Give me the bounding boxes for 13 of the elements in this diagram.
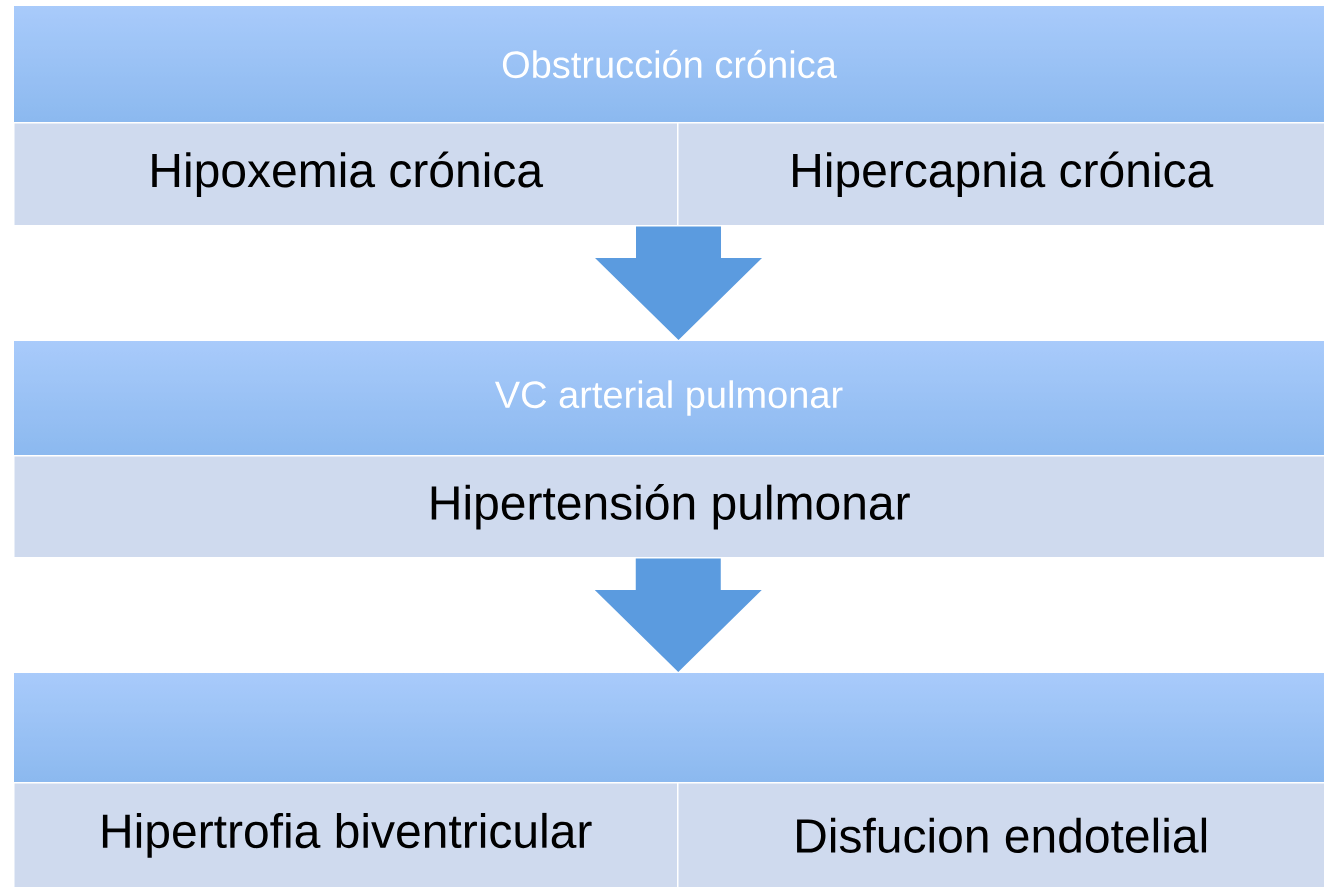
block-arrow xyxy=(594,558,762,672)
text-band: Hipertensión pulmonar xyxy=(13,455,1324,559)
node-label: Disfucion endotelial xyxy=(797,817,1207,853)
header-band: Obstrucción crónica xyxy=(13,5,1324,123)
node-label: Hipertrofia biventricular xyxy=(102,812,592,858)
text-band: Hipoxemia crónica xyxy=(13,122,679,227)
header-band: VC arterial pulmonar xyxy=(13,340,1324,456)
header-band xyxy=(13,672,1324,783)
text-band: Disfucion endotelial xyxy=(677,782,1324,887)
text-band: Hipertrofia biventricular xyxy=(13,782,679,887)
block-arrow xyxy=(595,226,762,340)
node-label: Hipercapnia crónica xyxy=(793,151,1214,197)
text-band: Hipercapnia crónica xyxy=(677,122,1324,227)
